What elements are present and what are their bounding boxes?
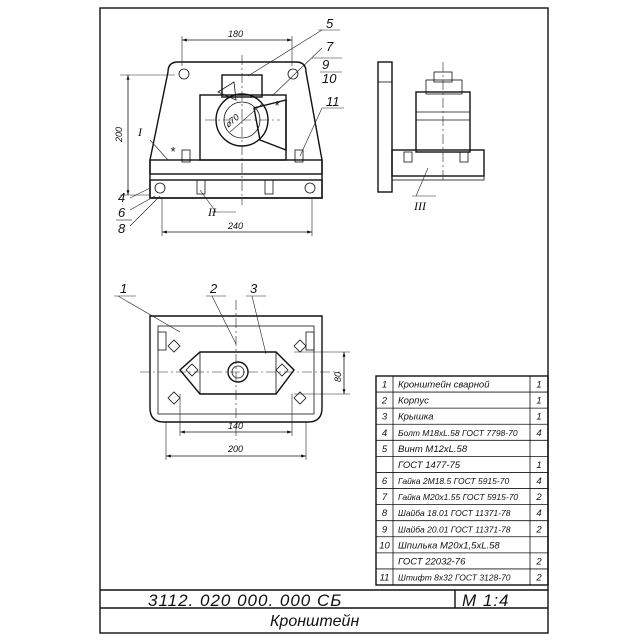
bom-row: 11 Штифт 8x32 ГОСТ 3128-70 2 — [380, 572, 543, 583]
drawing-scale: М 1:4 — [462, 591, 510, 610]
view-label-III: III — [413, 199, 427, 213]
bom-name: Винт М12xL.58 — [398, 444, 468, 455]
bom-quantity: 2 — [535, 524, 542, 535]
bom-quantity: 2 — [535, 556, 542, 567]
leader-label-5: 5 — [326, 16, 334, 31]
dim-plan-depth: 80 — [333, 372, 343, 382]
bom-name: Штифт 8x32 ГОСТ 3128-70 — [398, 572, 511, 582]
bom-position: 10 — [379, 540, 390, 551]
bom-name: Шайба 18.01 ГОСТ 11371-78 — [398, 508, 511, 518]
weld-mark-1: * — [170, 144, 176, 159]
side-view: III — [377, 61, 485, 213]
bom-row: ГОСТ 1477-75 1 — [398, 460, 542, 471]
bom-quantity: 1 — [536, 412, 541, 423]
leader-label-7: 7 — [326, 39, 334, 54]
bom-position: 11 — [380, 572, 390, 583]
bom-name: Шайба 20.01 ГОСТ 11371-78 — [398, 524, 511, 534]
bom-row: 4 Болт М18xL.58 ГОСТ 7798-70 4 — [382, 428, 542, 439]
leader-label-8: 8 — [118, 221, 126, 236]
bom-row: ГОСТ 22032-76 2 — [398, 556, 542, 567]
dim-height: 200 — [114, 127, 124, 143]
bom-row: 8 Шайба 18.01 ГОСТ 11371-78 4 — [382, 508, 542, 519]
bom-row: 6 Гайка 2М18.5 ГОСТ 5915-70 4 — [382, 476, 542, 487]
bom-quantity: 4 — [536, 476, 541, 487]
bom-quantity: 4 — [536, 508, 541, 519]
bom-name: Гайка М20x1.55 ГОСТ 5915-70 — [398, 492, 518, 502]
bom-quantity: 2 — [535, 572, 542, 583]
leader-label-9: 9 — [322, 57, 329, 72]
bom-row: 7 Гайка М20x1.55 ГОСТ 5915-70 2 — [382, 492, 543, 503]
bom-name: Крышка — [398, 412, 434, 423]
bom-name: Болт М18xL.58 ГОСТ 7798-70 — [398, 428, 518, 438]
bom-position: 6 — [382, 476, 388, 487]
bom-name: ГОСТ 1477-75 — [398, 460, 461, 471]
bom-quantity: 4 — [536, 428, 541, 439]
leader-label-10: 10 — [322, 71, 337, 86]
bom-name: Кронштейн сварной — [398, 380, 490, 391]
bom-name: Гайка 2М18.5 ГОСТ 5915-70 — [398, 476, 509, 486]
document-code: 3112. 020 000. 000 СБ — [148, 591, 342, 610]
bom-row: 3 Крышка 1 — [382, 412, 542, 423]
bom-row: 9 Шайба 20.01 ГОСТ 11371-78 2 — [382, 524, 543, 535]
bom-row: 1 Кронштейн сварной 1 — [382, 380, 542, 391]
leader-label-3: 3 — [250, 281, 258, 296]
front-view-leaders: 5 7 9 10 11 4 6 8 I * * II — [116, 16, 344, 236]
view-label-I: I — [137, 125, 143, 139]
drawing-title: Кронштейн — [270, 613, 359, 630]
leader-label-1: 1 — [120, 281, 127, 296]
bom-position: 2 — [381, 396, 388, 407]
bom-position: 4 — [382, 428, 387, 439]
bom-name: ГОСТ 22032-76 — [398, 556, 466, 567]
drawing-frame — [99, 7, 549, 634]
bom-position: 8 — [382, 508, 388, 519]
bom-position: 1 — [382, 380, 387, 391]
bom-position: 9 — [382, 524, 388, 535]
bom-position: 7 — [382, 492, 388, 503]
plan-view-dimensions: 140 200 80 — [165, 351, 350, 460]
dim-plan-inner: 140 — [228, 421, 243, 431]
bom-row: 10 Шпилька М20x1,5xL.58 — [379, 540, 500, 551]
bom-row: 2 Корпус 1 — [381, 396, 542, 407]
bill-of-materials: 1 Кронштейн сварной 1 2 Корпус 1 3 Крышка 1 4 Болт… — [375, 375, 549, 586]
bom-position: 3 — [382, 412, 388, 423]
plan-view — [140, 300, 340, 440]
bom-quantity: 1 — [536, 460, 541, 471]
bom-name: Корпус — [398, 396, 429, 407]
bom-name: Шпилька М20x1,5xL.58 — [398, 540, 500, 551]
bom-position: 5 — [382, 444, 388, 455]
leader-label-6: 6 — [118, 205, 126, 220]
leader-label-11: 11 — [326, 94, 340, 109]
bom-quantity: 1 — [536, 380, 541, 391]
title-block: 3112. 020 000. 000 СБ М 1:4 Кронштейн — [148, 591, 510, 630]
dim-plan-outer: 200 — [227, 444, 243, 454]
dim-base-width: 240 — [227, 221, 243, 231]
dim-top-width: 180 — [228, 29, 243, 39]
view-label-II: II — [207, 205, 217, 219]
bom-row: 5 Винт М12xL.58 — [382, 444, 468, 455]
plan-view-leaders: 1 2 3 — [114, 281, 267, 355]
front-view — [149, 55, 323, 205]
leader-label-4: 4 — [118, 190, 125, 205]
bom-quantity: 1 — [536, 396, 541, 407]
weld-mark-2: * — [274, 98, 280, 113]
leader-label-2: 2 — [209, 281, 218, 296]
bom-quantity: 2 — [535, 492, 542, 503]
